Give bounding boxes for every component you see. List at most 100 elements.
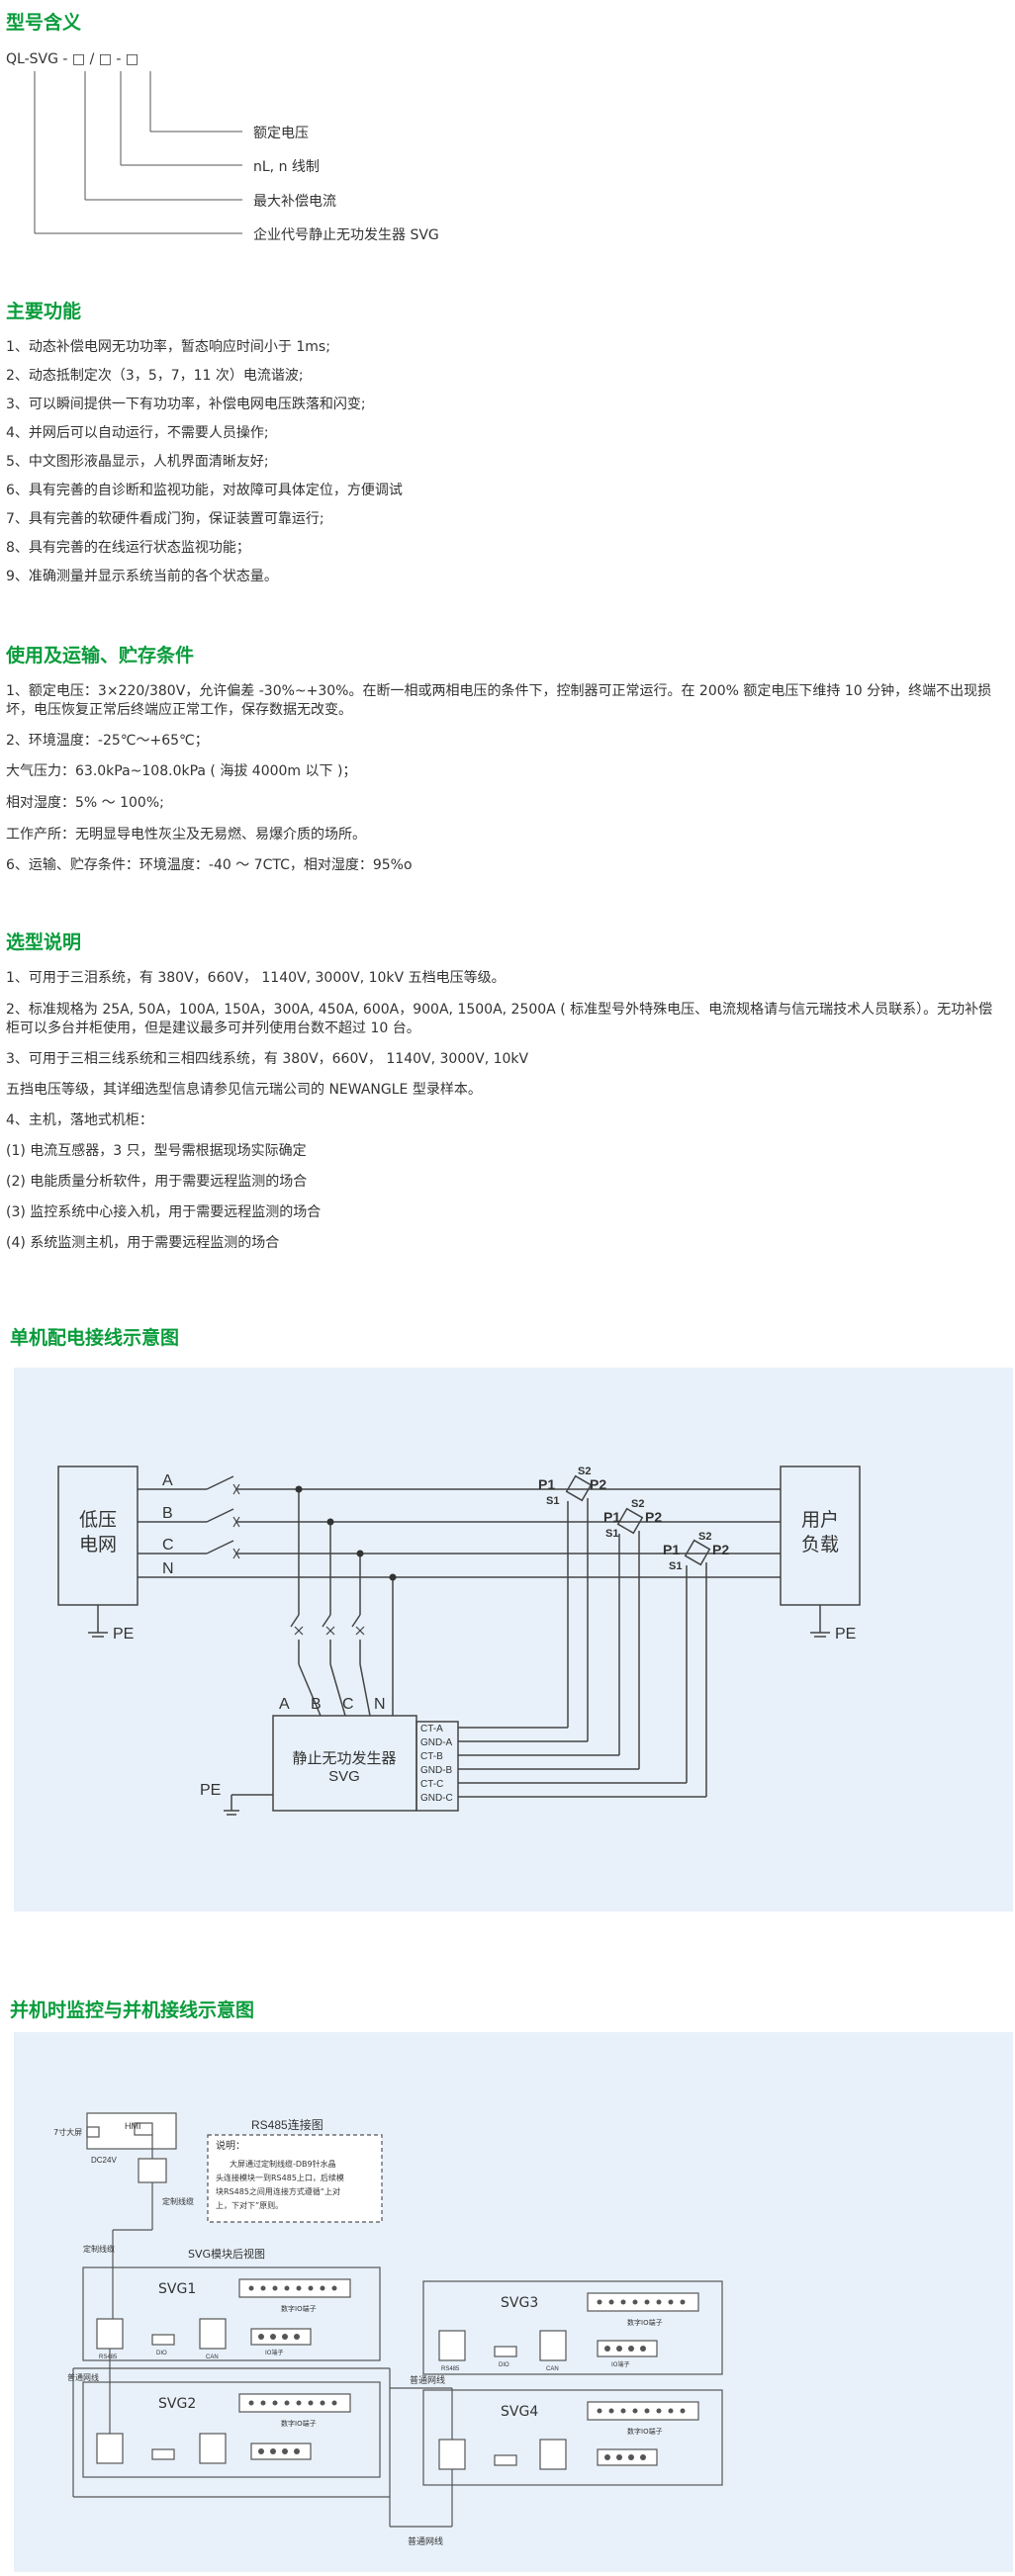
condition-item: 6、运输、贮存条件：环境温度：-40 ～ 7CTC，相对湿度：95%o: [6, 857, 413, 873]
phase-label-n: N: [162, 1560, 174, 1577]
terminal-ct-c: CT-C: [420, 1779, 443, 1790]
svg3-label: SVG3: [501, 2295, 538, 2311]
io-terminal-label: 数字IO端子: [281, 2419, 317, 2428]
phase-label-a: A: [162, 1472, 173, 1489]
user-load-label-2: 负载: [801, 1534, 839, 1555]
selection-item: 五挡电压等级，其详细选型信息请参见信元瑞公司的 NEWANGLE 型录样本。: [6, 1082, 482, 1098]
diagram2-panel: HMI 7寸大屏 DC24V RS485连接图 说明： 大屏通过定制线缆-DB9…: [14, 2032, 1013, 2572]
grid-source-label-2: 电网: [79, 1534, 117, 1555]
model-legend-current: 最大补偿电流: [253, 194, 336, 210]
model-legend-voltage: 额定电压: [253, 126, 309, 141]
ct1-s2: S2: [578, 1466, 591, 1477]
note-line: 大屏通过定制线缆-DB9针水晶: [230, 2159, 336, 2169]
ct3-p1: P1: [663, 1542, 680, 1557]
ct3-s1: S1: [669, 1560, 682, 1572]
terminal-gnd-c: GND-C: [420, 1793, 453, 1804]
db9-connector: [138, 2158, 167, 2183]
dc24v-label: DC24V: [91, 2156, 117, 2165]
model-code-leader-lines: [34, 71, 242, 234]
section-title-diagram2: 并机时监控与并机接线示意图: [10, 1999, 255, 2021]
note-title: 说明：: [216, 2139, 245, 2152]
port-label-dio: DIO: [156, 2351, 167, 2356]
function-item: 4、并网后可以自动运行，不需要人员操作;: [6, 425, 269, 441]
selection-item: (2) 电能质量分析软件，用于需要远程监测的场合: [6, 1174, 308, 1190]
parallel-monitoring-wiring-diagram: HMI 7寸大屏 DC24V RS485连接图 说明： 大屏通过定制线缆-DB9…: [53, 2112, 723, 2547]
selection-item: (4) 系统监测主机，用于需要远程监测的场合: [6, 1235, 280, 1251]
model-legend-wire: nL, n 线制: [253, 159, 320, 175]
section-title-selection: 选型说明: [6, 932, 82, 953]
condition-item: 大气压力：63.0kPa~108.0kPa ( 海拔 4000m 以下 )；: [6, 763, 357, 779]
diagram1-panel: 低压 电网 用户 负载 A B C N PE PE PE A B C N 静止无…: [14, 1368, 1013, 1911]
port-label-can: CAN: [206, 2354, 219, 2360]
ct3-s2: S2: [698, 1531, 711, 1543]
screen-label: 7寸大屏: [53, 2127, 82, 2137]
selection-item: 4、主机，落地式机柜：: [6, 1112, 153, 1128]
svg1-label: SVG1: [158, 2281, 196, 2297]
pe-label-svg: PE: [200, 1782, 221, 1799]
svg2-module: [82, 2381, 381, 2478]
selection-item: 3、可用于三相三线系统和三相四线系统，有 380V，660V， 1140V, 3…: [6, 1051, 529, 1067]
svg2-label: SVG2: [158, 2396, 196, 2412]
parallel-cable-label: 普通网线: [408, 2535, 443, 2547]
model-code: QL-SVG - □ / □ - □: [6, 51, 139, 67]
hmi-screen-box: [86, 2112, 177, 2150]
condition-item: 工作产所：无明显导电性灰尘及无易燃、易爆介质的场所。: [6, 827, 366, 843]
section-title-model: 型号含义: [6, 12, 82, 34]
ct1-p1: P1: [538, 1476, 555, 1492]
rs485-title: RS485连接图: [251, 2117, 323, 2132]
svg4-module: [422, 2389, 723, 2486]
pe-label-right: PE: [835, 1626, 856, 1643]
note-line: 头连接模块一到RS485上口，后续模: [216, 2173, 344, 2182]
port-label-rs485: RS485: [441, 2366, 460, 2372]
section-title-diagram1: 单机配电接线示意图: [10, 1327, 180, 1349]
svg-input-c: C: [342, 1696, 354, 1713]
grid-source-label-1: 低压: [79, 1509, 117, 1531]
pe-label-left: PE: [113, 1626, 134, 1643]
selection-item: 1、可用于三泪系统，有 380V，660V， 1140V, 3000V, 10k…: [6, 970, 506, 986]
condition-item: 2、环境温度：-25℃～+65℃；: [6, 733, 209, 749]
section-title-conditions: 使用及运输、贮存条件: [6, 645, 195, 666]
port-label-dio: DIO: [499, 2362, 509, 2368]
io-terminal-label: 数字IO端子: [627, 2427, 663, 2436]
function-item: 9、准确测量并显示系统当前的各个状态量。: [6, 569, 278, 584]
ct2-s2: S2: [631, 1498, 644, 1510]
ct1-s1: S1: [546, 1495, 559, 1507]
user-load-label-1: 用户: [801, 1509, 839, 1531]
hmi-label: HMI: [125, 2121, 141, 2131]
svg-input-a: A: [279, 1696, 290, 1713]
function-item: 2、动态抵制定次（3，5，7，11 次）电流谐波;: [6, 368, 304, 384]
function-item: 6、具有完善的自诊断和监视功能，对故障可具体定位，方便调试: [6, 483, 403, 498]
phase-label-b: B: [162, 1505, 173, 1522]
selection-item: 2、标准规格为 25A, 50A，100A, 150A，300A, 450A, …: [6, 1002, 993, 1036]
condition-item: 1、额定电压：3×220/380V，允许偏差 -30%~+30%。在断一相或两相…: [6, 683, 992, 718]
svg-generator-name: 静止无功发生器: [292, 1749, 396, 1767]
condition-item: 相对湿度：5% ～ 100%;: [6, 795, 164, 811]
ct2-p2: P2: [645, 1509, 662, 1525]
section-title-functions: 主要功能: [6, 301, 82, 322]
note-box: [207, 2134, 383, 2223]
port-label-io: IO端子: [265, 2349, 284, 2356]
terminal-ct-b: CT-B: [420, 1751, 443, 1762]
svg-generator-sub: SVG: [328, 1768, 360, 1785]
ct2-p1: P1: [603, 1509, 620, 1525]
terminal-ct-a: CT-A: [420, 1724, 443, 1734]
port-label-rs485: RS485: [99, 2354, 118, 2360]
function-item: 5、中文图形液晶显示，人机界面清晰友好;: [6, 454, 269, 470]
parallel-cable-label: 普通网线: [67, 2372, 99, 2382]
svg3-module: [422, 2280, 723, 2375]
selection-item: (3) 监控系统中心接入机，用于需要远程监测的场合: [6, 1204, 322, 1220]
svg-input-n: N: [374, 1696, 386, 1713]
terminal-gnd-a: GND-A: [420, 1737, 453, 1748]
note-line: 块RS485之间用连接方式遵循“上对: [216, 2186, 340, 2196]
single-unit-wiring-diagram: 低压 电网 用户 负载 A B C N PE PE PE A B C N 静止无…: [57, 1466, 861, 1816]
model-legend-company: 企业代号静止无功发生器 SVG: [253, 227, 439, 243]
ct2-s1: S1: [605, 1528, 618, 1540]
ct1-p2: P2: [590, 1476, 606, 1492]
terminal-gnd-b: GND-B: [420, 1765, 453, 1776]
port-label-can: CAN: [546, 2366, 559, 2372]
svg4-label: SVG4: [501, 2404, 538, 2420]
phase-label-c: C: [162, 1537, 174, 1554]
function-item: 8、具有完善的在线运行状态监视功能；: [6, 540, 250, 556]
svg-input-b: B: [311, 1696, 322, 1713]
function-item: 1、动态补偿电网无功功率，暂态响应时间小于 1ms;: [6, 339, 330, 355]
